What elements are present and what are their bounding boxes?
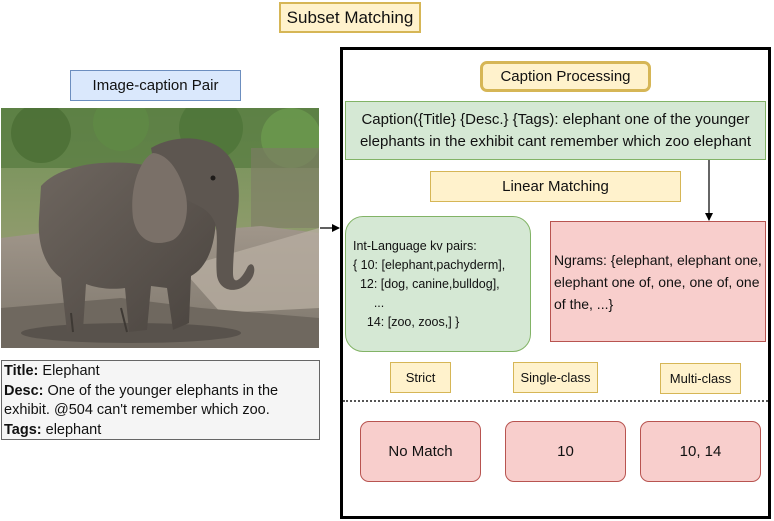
ngrams-box: Ngrams: {elephant, elephant one, elephan…	[550, 221, 766, 342]
title-key: Title:	[4, 363, 39, 379]
tags-key: Tags:	[4, 421, 42, 438]
elephant-photo-icon	[1, 108, 319, 348]
title-value: Elephant	[38, 363, 100, 379]
linear-matching-label: Linear Matching	[430, 171, 681, 202]
kv-line: ...	[353, 295, 385, 310]
single-class-mode-label: Single-class	[513, 362, 598, 393]
image-caption-pair-label: Image-caption Pair	[70, 70, 241, 101]
kv-line: 14: [zoo, zoos,] }	[353, 314, 460, 329]
desc-key: Desc:	[4, 382, 44, 399]
kv-title: Int-Language kv pairs:	[353, 238, 477, 253]
caption-processing-header: Caption Processing	[480, 61, 651, 92]
tags-value: elephant	[41, 421, 102, 438]
strict-result: No Match	[360, 421, 481, 482]
strict-mode-label: Strict	[390, 362, 451, 393]
single-class-result: 10	[505, 421, 626, 482]
dotted-divider	[343, 400, 768, 402]
diagram-title: Subset Matching	[279, 2, 421, 33]
multi-class-mode-label: Multi-class	[660, 363, 741, 394]
kv-line: 12: [dog, canine,bulldog],	[353, 276, 500, 291]
caption-metadata-box: Title: Elephant Desc: One of the younger…	[1, 360, 320, 440]
elephant-photo	[1, 108, 319, 348]
multi-class-result: 10, 14	[640, 421, 761, 482]
kv-pairs-box: Int-Language kv pairs: { 10: [elephant,p…	[345, 216, 531, 352]
desc-value: One of the younger elephants in the exhi…	[4, 382, 279, 419]
kv-pairs-content: Int-Language kv pairs: { 10: [elephant,p…	[353, 237, 505, 332]
caption-text-box: Caption({Title} {Desc.} {Tags): elephant…	[345, 101, 766, 160]
kv-line: { 10: [elephant,pachyderm],	[353, 257, 506, 272]
